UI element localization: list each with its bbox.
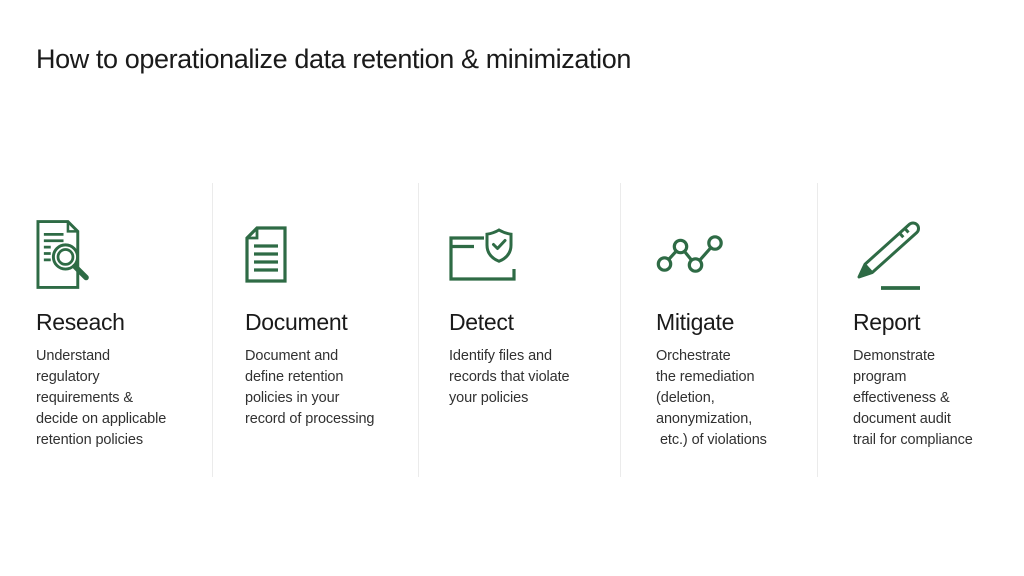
step-column-mitigate: Mitigate Orchestrate the remediation (de… [621, 183, 818, 477]
folder-shield-check-icon [449, 213, 620, 295]
step-description: Demonstrate program effectiveness & docu… [853, 348, 973, 448]
step-column-research: Reseach Understand regulatory requiremen… [36, 183, 213, 477]
step-column-document: Document Document and define retention p… [213, 183, 419, 477]
step-title: Detect [449, 309, 514, 335]
pencil-underline-icon [853, 213, 988, 295]
step-column-detect: Detect Identify files and records that v… [419, 183, 621, 477]
step-description: Orchestrate the remediation (deletion, a… [656, 348, 767, 448]
steps-row: Reseach Understand regulatory requiremen… [36, 183, 988, 477]
step-title: Document [245, 309, 348, 335]
step-description: Identify files and records that violate … [449, 348, 570, 406]
document-search-icon [36, 213, 212, 295]
step-title: Report [853, 309, 921, 335]
activity-graph-nodes-icon [656, 213, 817, 295]
step-title: Reseach [36, 309, 125, 335]
step-column-report: Report Demonstrate program effectiveness… [818, 183, 988, 477]
step-description: Understand regulatory requirements & dec… [36, 348, 167, 448]
step-title: Mitigate [656, 309, 735, 335]
page-title: How to operationalize data retention & m… [36, 44, 631, 74]
document-lines-icon [245, 213, 418, 295]
step-description: Document and define retention policies i… [245, 348, 375, 427]
